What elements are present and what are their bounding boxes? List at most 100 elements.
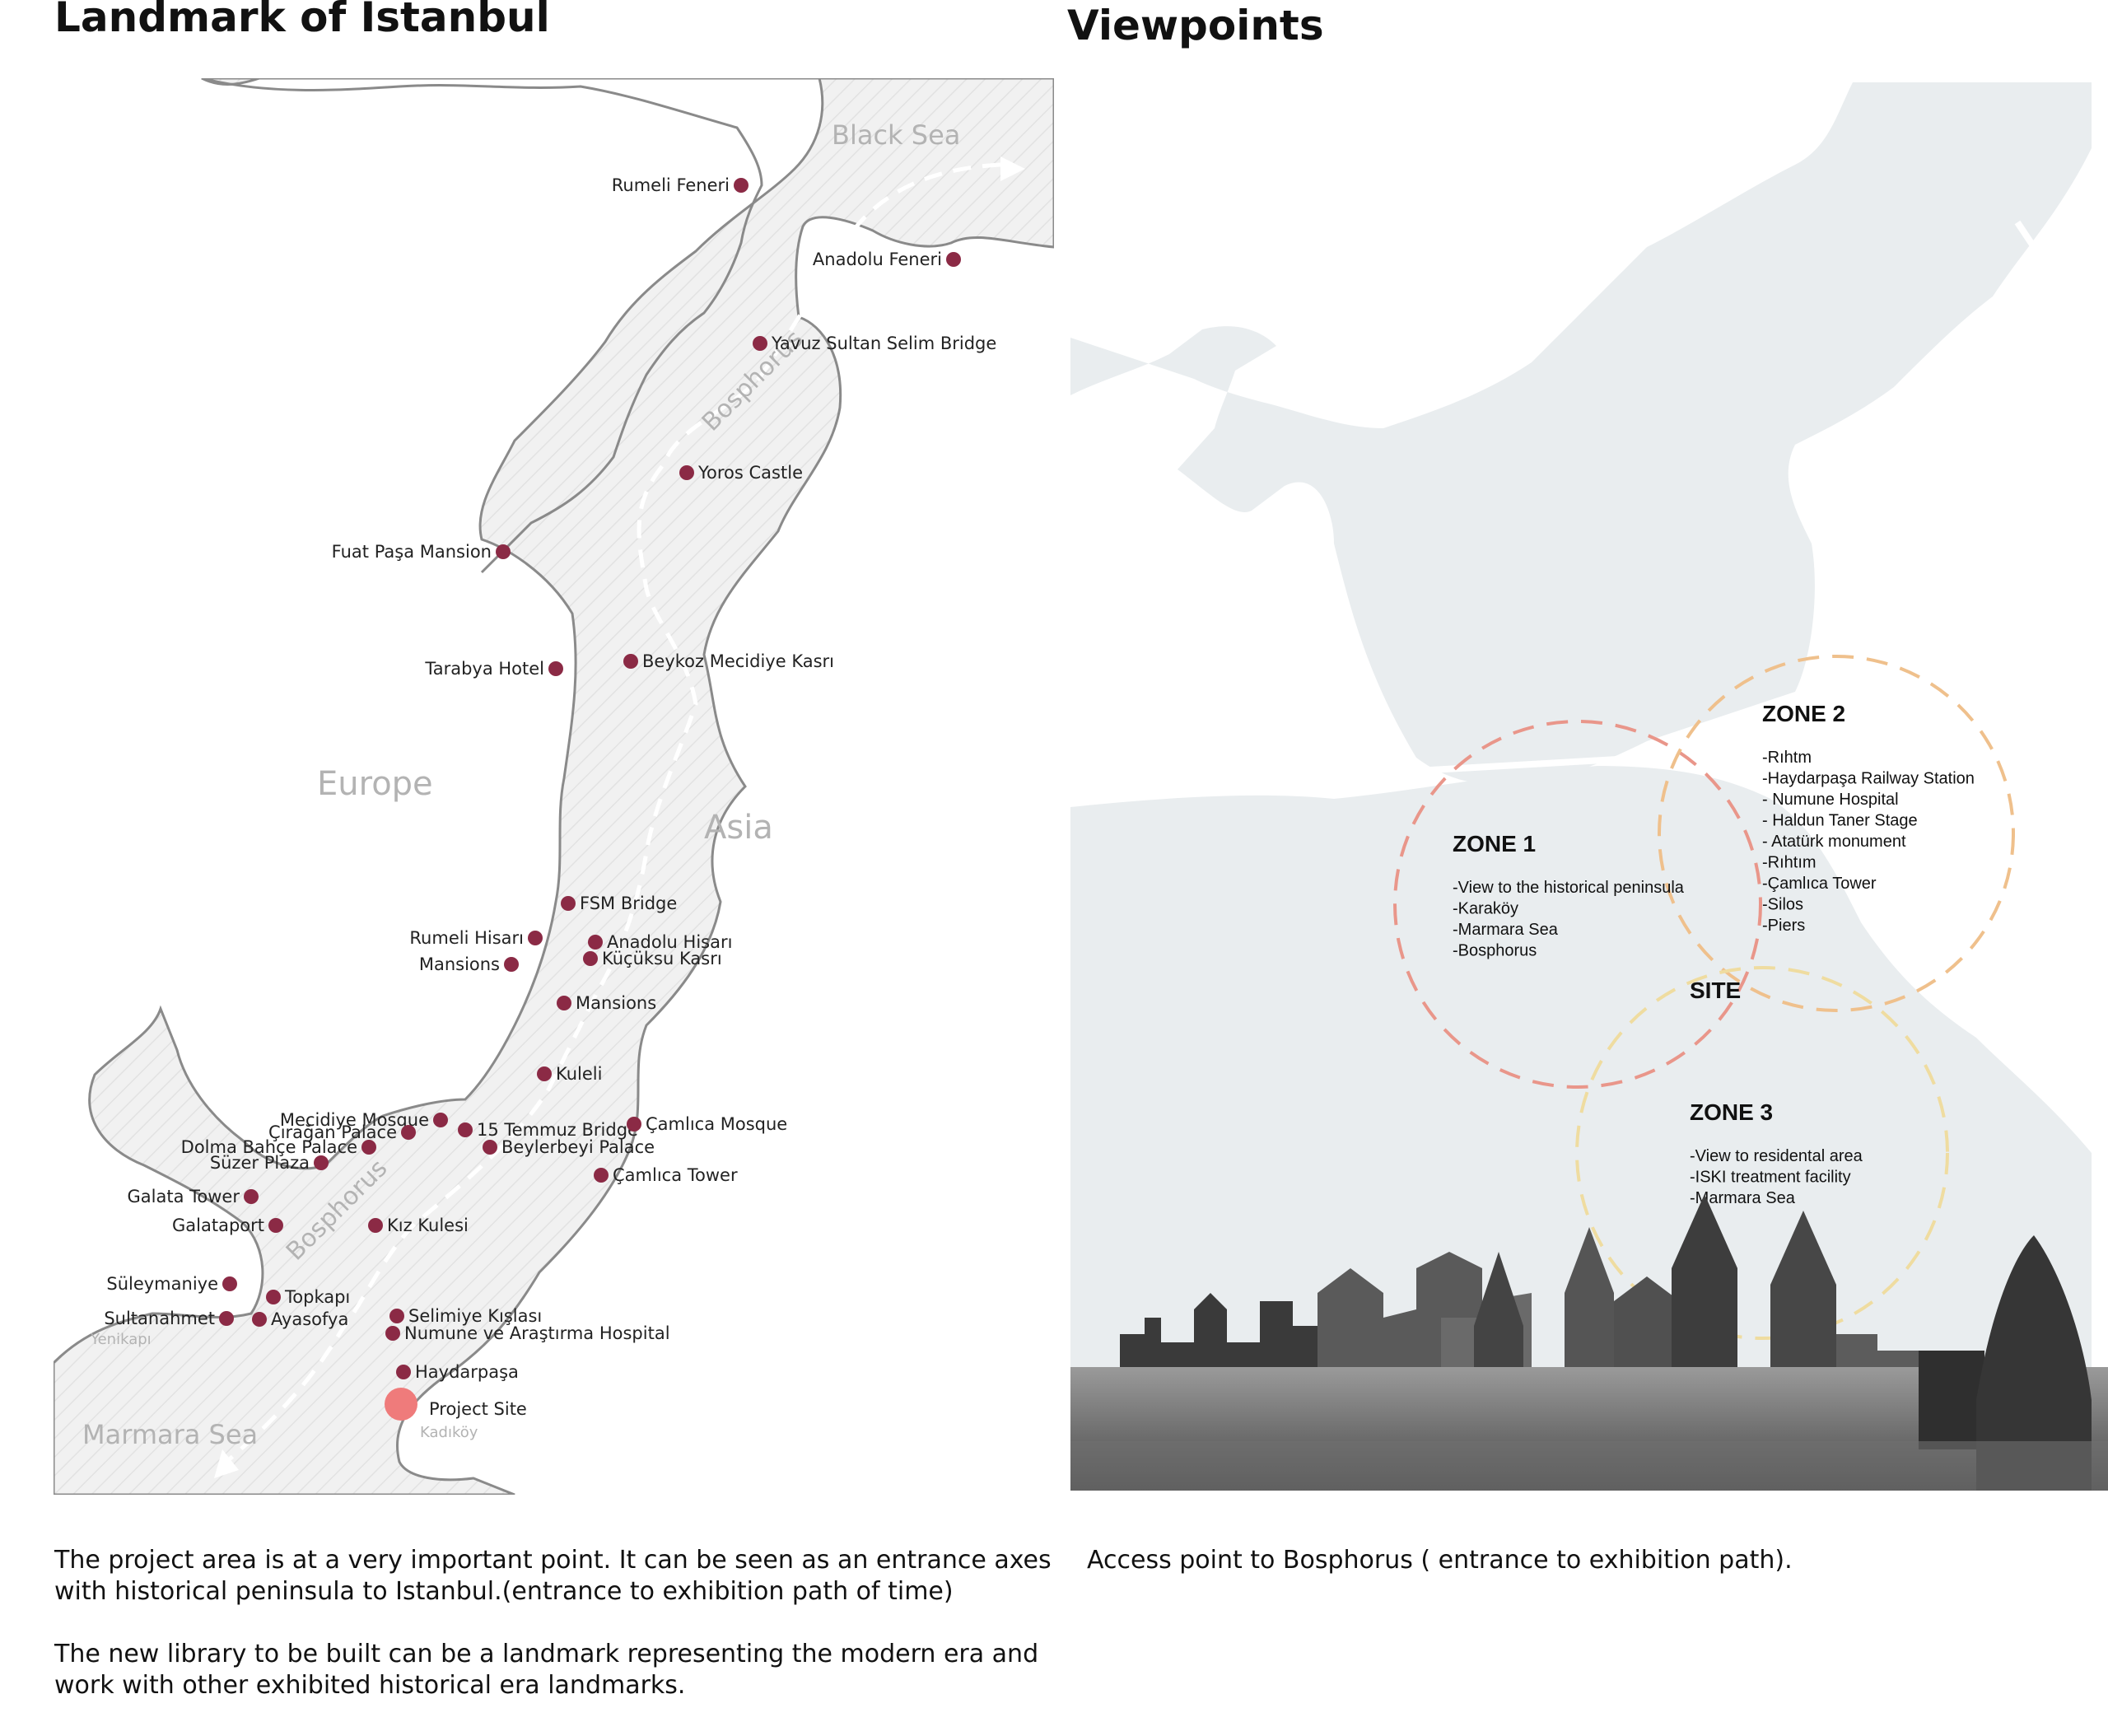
zone-item: -Silos [1762, 896, 1803, 914]
landmark-marker[interactable] [433, 1113, 448, 1127]
landmark-marker[interactable] [627, 1117, 641, 1132]
landmark-marker[interactable] [594, 1168, 609, 1183]
landmark-marker[interactable] [266, 1290, 281, 1304]
landmark-marker[interactable] [588, 935, 603, 950]
landmark-marker[interactable] [458, 1122, 473, 1137]
landmark-marker[interactable] [734, 178, 749, 193]
landmark-label: Süleymaniye [106, 1274, 218, 1294]
landmark-label: Galataport [172, 1216, 264, 1235]
landmark-label: Mansions [419, 954, 500, 974]
bosphorus-water [1070, 82, 2092, 786]
shipping-route [225, 162, 1001, 1463]
zone-item: -Bosphorus [1453, 942, 1537, 960]
zone-item: -View to residental area [1690, 1147, 1863, 1165]
landmark-label: Yavuz Sultan Selim Bridge [771, 334, 996, 353]
zone-item: -Çamlıca Tower [1762, 875, 1877, 893]
landmark-marker[interactable] [219, 1311, 234, 1326]
landmark-label: Selimiye Kışlası [408, 1306, 542, 1326]
landmark-marker[interactable] [557, 996, 571, 1010]
landmark-marker[interactable] [504, 957, 519, 972]
landmark-marker[interactable] [389, 1309, 404, 1323]
golden-horn-water [1070, 815, 1367, 898]
marmara-sea-label: Marmara Sea [82, 1419, 258, 1450]
zones-layer: ZONE 1 -View to the historical peninsula -… [1453, 701, 1975, 1207]
landmark-marker[interactable] [396, 1365, 411, 1379]
landmark-label: Tarabya Hotel [424, 659, 544, 679]
landmark-label: Süzer Plaza [210, 1153, 310, 1173]
landmark-marker[interactable] [252, 1312, 267, 1327]
europe-label: Europe [317, 765, 433, 803]
landmark-marker[interactable] [496, 544, 511, 559]
site-label: SITE [1690, 978, 1741, 1003]
landmark-label: Anadolu Feneri [813, 250, 942, 269]
landmark-label: Fuat Paşa Mansion [332, 542, 492, 562]
left-caption-1: The project area is at a very important … [54, 1546, 1052, 1606]
landmark-marker[interactable] [753, 336, 767, 351]
istanbul-landmark-map: Black Sea Europe Asia Marmara Sea Bospho… [54, 78, 1054, 1495]
left-panel-title: Landmark of Istanbul [54, 0, 550, 41]
landmark-label: Beykoz Mecidiye Kasrı [642, 651, 834, 671]
right-caption: Access point to Bosphorus ( entrance to … [1087, 1546, 1793, 1575]
project-site-marker[interactable] [385, 1388, 417, 1421]
landmark-marker[interactable] [583, 951, 598, 966]
landmark-label: Beylerbeyi Palace [501, 1137, 655, 1157]
zone-title: ZONE 3 [1690, 1099, 1773, 1125]
north-bridge [2014, 220, 2070, 299]
landmark-label: Haydarpaşa [415, 1362, 519, 1382]
left-caption-2: The new library to be built can be a lan… [54, 1640, 1039, 1700]
zone-1-circle[interactable] [1393, 720, 1762, 1089]
landmark-marker[interactable] [314, 1155, 329, 1170]
landmark-label: Çamlıca Tower [613, 1165, 738, 1185]
zone-item: -Karaköy [1453, 900, 1518, 918]
landmark-label: 15 Temmuz Bridge [477, 1120, 638, 1140]
asia-label: Asia [704, 809, 773, 847]
zone-item: -Piers [1762, 917, 1805, 935]
kadikoy-label: Kadıköy [420, 1424, 478, 1441]
landmark-label: Çamlıca Mosque [646, 1114, 787, 1134]
zone-title: ZONE 2 [1762, 701, 1845, 726]
landmark-marker[interactable] [537, 1066, 552, 1081]
skyline-collage [1070, 1194, 2108, 1491]
landmark-label: Numune ve Araştırma Hospital [404, 1323, 670, 1343]
landmark-marker[interactable] [222, 1276, 237, 1291]
landmark-label: Dolma Bahçe Palace [181, 1137, 357, 1157]
zone-item: - Atatürk monument [1762, 833, 1906, 851]
landmark-marker[interactable] [361, 1140, 376, 1155]
route-arrow-bottom [214, 1449, 239, 1478]
route-arrow-top [1000, 156, 1025, 181]
zone-item: - Numune Hospital [1762, 791, 1899, 809]
zone-2-circle[interactable] [1658, 655, 2015, 1012]
zone-item: -View to the historical peninsula [1453, 879, 1685, 897]
landmark-marker[interactable] [385, 1326, 400, 1341]
landmark-marker[interactable] [483, 1140, 497, 1155]
landmark-label: Anadolu Hisarı [607, 932, 732, 952]
west-bridge [1265, 542, 1292, 595]
landmark-marker[interactable] [244, 1189, 259, 1204]
zone-3-circle[interactable] [1575, 966, 1949, 1340]
landmark-marker[interactable] [368, 1218, 383, 1233]
landmark-label: Galata Tower [128, 1187, 240, 1206]
viewpoints-map: SITE ZONE 1 -View to the historical penin… [1070, 82, 2108, 1491]
landmark-label: Topkapı [284, 1287, 350, 1307]
zone-title: ZONE 1 [1453, 831, 1536, 856]
zone-item: -ISKI treatment facility [1690, 1169, 1851, 1187]
zone-item: -Marmara Sea [1690, 1189, 1796, 1207]
landmark-label: Sultanahmet [104, 1309, 215, 1328]
landmark-marker[interactable] [401, 1125, 416, 1140]
landmark-marker[interactable] [946, 252, 961, 267]
landmark-label: FSM Bridge [580, 894, 677, 913]
water-body [54, 78, 1054, 1495]
landmark-marker[interactable] [561, 896, 576, 911]
landmark-marker[interactable] [679, 465, 694, 480]
right-panel-title: Viewpoints [1067, 2, 1324, 49]
black-sea-label: Black Sea [832, 119, 960, 151]
landmark-label: Rumeli Feneri [612, 175, 730, 195]
europe-coastline [201, 78, 763, 574]
landmark-marker[interactable] [623, 654, 638, 669]
zone-item: - Haldun Taner Stage [1762, 812, 1918, 830]
landmark-marker[interactable] [548, 661, 563, 676]
bridge-15-temmuz [1358, 754, 1648, 777]
landmark-marker[interactable] [268, 1218, 283, 1233]
landmark-marker[interactable] [528, 931, 543, 945]
